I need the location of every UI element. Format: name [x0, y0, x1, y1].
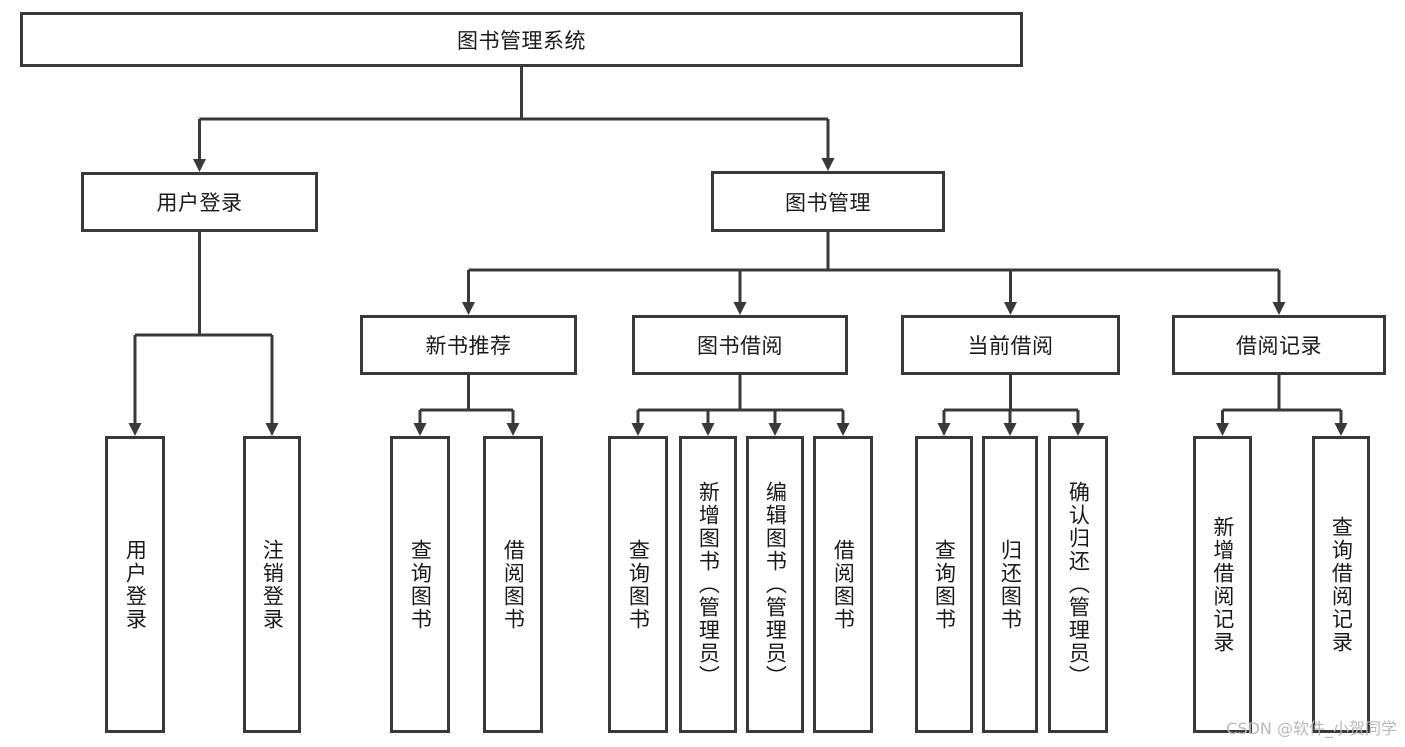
arrow-head-leaf-add-book: [701, 423, 715, 436]
node-box-current-borrow[interactable]: [901, 315, 1120, 375]
arrow-head-leaf-add-record: [1216, 423, 1229, 436]
arrow-head-leaf-user-logout: [265, 423, 279, 436]
node-box-leaf-user-login[interactable]: [105, 436, 165, 733]
node-box-new-book-rec[interactable]: [360, 315, 577, 375]
node-box-user-login[interactable]: [81, 172, 318, 232]
arrow-head-leaf-edit-book: [768, 423, 782, 436]
arrow-head-leaf-confirm-return: [1071, 423, 1085, 436]
arrow-head-book-borrow: [733, 302, 747, 315]
box-layer: [20, 12, 1386, 733]
arrow-head-user-login: [193, 159, 206, 172]
arrow-head-leaf-query-book-3: [937, 423, 951, 436]
arrow-head-new-book-rec: [462, 302, 475, 315]
node-box-leaf-add-book[interactable]: [679, 436, 737, 733]
node-box-leaf-query-book-1[interactable]: [390, 436, 450, 733]
node-box-root[interactable]: [20, 12, 1023, 67]
connector-layer: [128, 67, 1348, 436]
node-box-leaf-edit-book[interactable]: [746, 436, 804, 733]
arrow-head-leaf-return-book: [1003, 423, 1017, 436]
arrow-head-leaf-user-login: [128, 423, 142, 436]
arrow-head-leaf-query-book-2: [631, 423, 645, 436]
arrow-head-leaf-borrow-book-2: [836, 423, 850, 436]
arrow-head-current-borrow: [1004, 302, 1017, 315]
node-box-leaf-return-book[interactable]: [982, 436, 1038, 733]
node-box-leaf-borrow-book-1[interactable]: [483, 436, 543, 733]
node-box-book-manage[interactable]: [711, 171, 945, 232]
node-box-leaf-query-book-2[interactable]: [608, 436, 668, 733]
node-box-leaf-confirm-return[interactable]: [1048, 436, 1108, 733]
arrow-head-borrow-record: [1272, 302, 1286, 315]
node-box-leaf-query-record[interactable]: [1312, 436, 1370, 733]
node-box-leaf-add-record[interactable]: [1193, 436, 1252, 733]
node-box-leaf-borrow-book-2[interactable]: [813, 436, 873, 733]
node-box-leaf-query-book-3[interactable]: [915, 436, 973, 733]
node-box-borrow-record[interactable]: [1172, 315, 1386, 375]
node-box-book-borrow[interactable]: [632, 315, 848, 375]
arrow-head-book-manage: [821, 158, 835, 171]
node-box-leaf-user-logout[interactable]: [243, 436, 301, 733]
arrow-head-leaf-borrow-book-1: [506, 423, 520, 436]
arrow-head-leaf-query-record: [1334, 423, 1348, 436]
arrow-head-leaf-query-book-1: [413, 423, 427, 436]
